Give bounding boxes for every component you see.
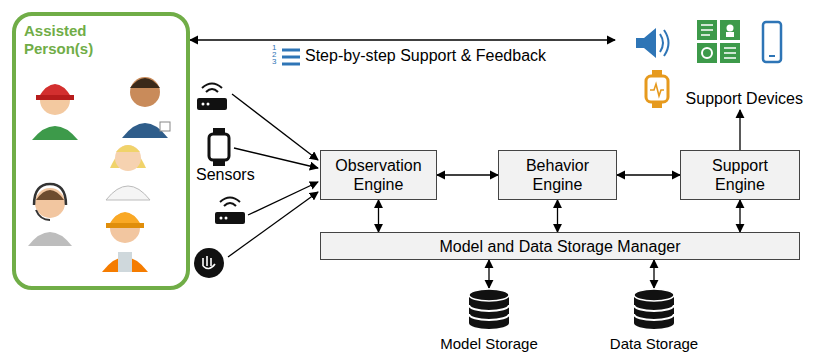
person-icon — [102, 212, 148, 272]
sensor-label: Sensors — [196, 167, 255, 183]
display-icon — [697, 20, 740, 63]
connector-arrow — [378, 200, 379, 232]
node-label: Model Storage — [420, 335, 558, 352]
process-box: Model and Data Storage Manager — [320, 232, 800, 260]
smartwatch-icon — [646, 70, 668, 108]
connector-arrow — [437, 174, 498, 175]
edge-label: Step-by-step Support & Feedback — [305, 47, 546, 65]
connector-arrow — [557, 200, 558, 232]
connector-arrow — [739, 110, 740, 150]
database-cylinder — [633, 288, 675, 330]
process-box: Observation Engine — [320, 150, 437, 200]
router-icon — [215, 198, 245, 225]
person-icon — [122, 77, 170, 138]
database-cylinder — [468, 288, 510, 330]
watch-icon — [209, 128, 229, 166]
person-icon — [106, 145, 150, 200]
connector-arrow — [653, 260, 654, 288]
connector-arrow — [190, 39, 615, 40]
step-number: 3 — [272, 58, 276, 66]
connector-arrow — [739, 200, 740, 232]
person-icon — [32, 84, 78, 140]
speaker-icon — [636, 28, 669, 58]
node-label: Data Storage — [585, 335, 723, 352]
node-label: Support Devices — [686, 90, 803, 108]
phone-icon — [763, 22, 781, 62]
box-label: Behavior Engine — [507, 156, 608, 194]
box-label: Support Engine — [689, 156, 791, 194]
touch-sensor-icon — [194, 248, 224, 278]
list-icon — [282, 50, 300, 64]
box-label: Observation Engine — [329, 156, 428, 194]
person-icon — [28, 184, 72, 246]
node-label: Assisted Person(s) — [24, 22, 116, 58]
box-label: Model and Data Storage Manager — [439, 237, 680, 256]
database-node: Data Storage — [585, 288, 723, 352]
process-box: Behavior Engine — [498, 150, 617, 200]
connector-arrow — [488, 260, 489, 288]
router-icon — [197, 84, 227, 111]
database-node: Model Storage — [420, 288, 558, 352]
connector-arrow — [617, 174, 680, 175]
device-group: Support Devices — [615, 20, 807, 110]
process-box: Support Engine — [680, 150, 800, 200]
person-group: Assisted Person(s) — [12, 12, 190, 290]
